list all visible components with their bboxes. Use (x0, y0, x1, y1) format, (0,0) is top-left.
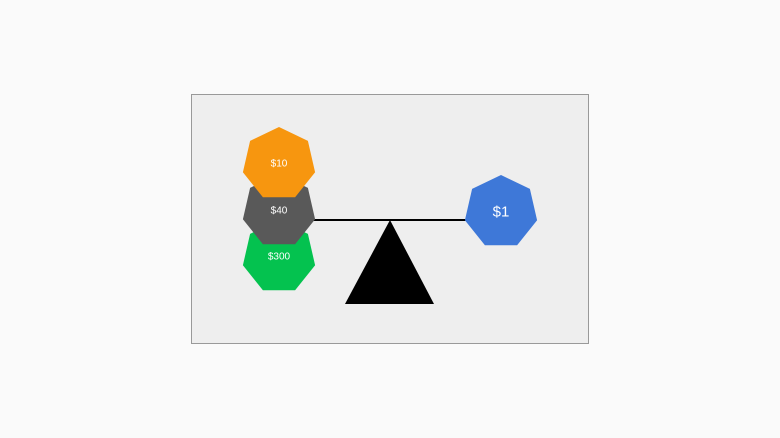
weight-10: $10 (242, 127, 316, 198)
left-weights: $300 $40 $10 (242, 127, 316, 291)
weight-1-heptagon (464, 175, 538, 246)
weight-1: $1 (464, 175, 538, 246)
weight-40-label: $40 (271, 206, 288, 217)
weight-300-label: $300 (268, 252, 291, 263)
weight-1-label: $1 (493, 204, 510, 221)
weight-10-label: $10 (271, 159, 288, 170)
scale-fulcrum (345, 220, 434, 304)
weight-10-heptagon (242, 127, 316, 198)
right-weights: $1 (464, 175, 538, 246)
